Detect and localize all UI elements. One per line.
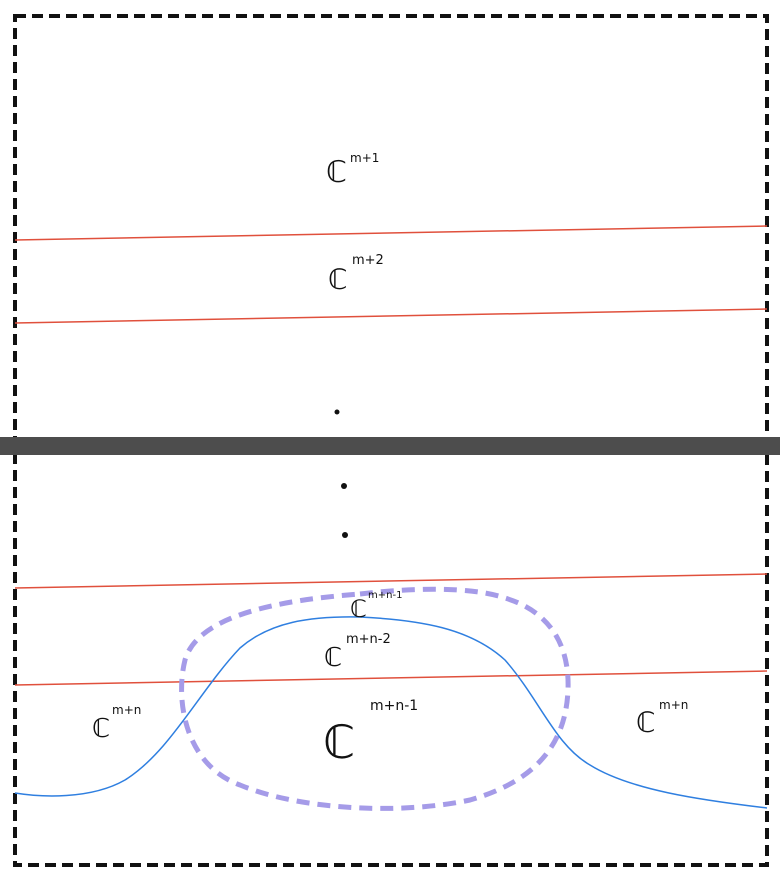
- ellipsis-dot-1: [334, 409, 340, 415]
- svg-text:ℂ: ℂ: [324, 643, 342, 673]
- red-line-1: [14, 225, 768, 241]
- ellipsis-dot-2: [341, 483, 347, 489]
- label-c-center: ℂ m+n-1: [323, 698, 418, 769]
- svg-text:ℂ: ℂ: [92, 714, 110, 744]
- divider-bar: [0, 437, 780, 455]
- label-c-m1: ℂ m+1: [326, 151, 379, 190]
- svg-text:m+2: m+2: [352, 253, 384, 268]
- svg-text:ℂ: ℂ: [323, 715, 355, 769]
- label-c-mid-region: ℂ m+n-2: [324, 632, 391, 673]
- red-line-4: [14, 670, 768, 686]
- svg-text:ℂ: ℂ: [326, 155, 347, 190]
- label-c-left: ℂ m+n: [92, 703, 141, 744]
- svg-text:m+1: m+1: [350, 151, 379, 165]
- svg-text:ℂ: ℂ: [350, 595, 367, 623]
- blue-curve: [14, 616, 768, 809]
- label-c-m2: ℂ m+2: [328, 253, 384, 296]
- svg-text:ℂ: ℂ: [636, 706, 656, 739]
- svg-text:m+n: m+n: [112, 703, 141, 717]
- label-c-right: ℂ m+n: [636, 698, 688, 739]
- svg-text:m+n-2: m+n-2: [346, 632, 391, 647]
- svg-text:m+n: m+n: [659, 698, 688, 712]
- label-c-top-region: ℂ m+n-1: [350, 590, 402, 623]
- svg-text:m+n-1: m+n-1: [368, 590, 402, 601]
- red-line-2: [14, 308, 768, 324]
- red-line-3: [14, 573, 768, 589]
- svg-text:ℂ: ℂ: [328, 263, 348, 296]
- ellipsis-dot-3: [342, 532, 348, 538]
- purple-dashed-region: [179, 586, 571, 811]
- svg-text:m+n-1: m+n-1: [370, 698, 418, 714]
